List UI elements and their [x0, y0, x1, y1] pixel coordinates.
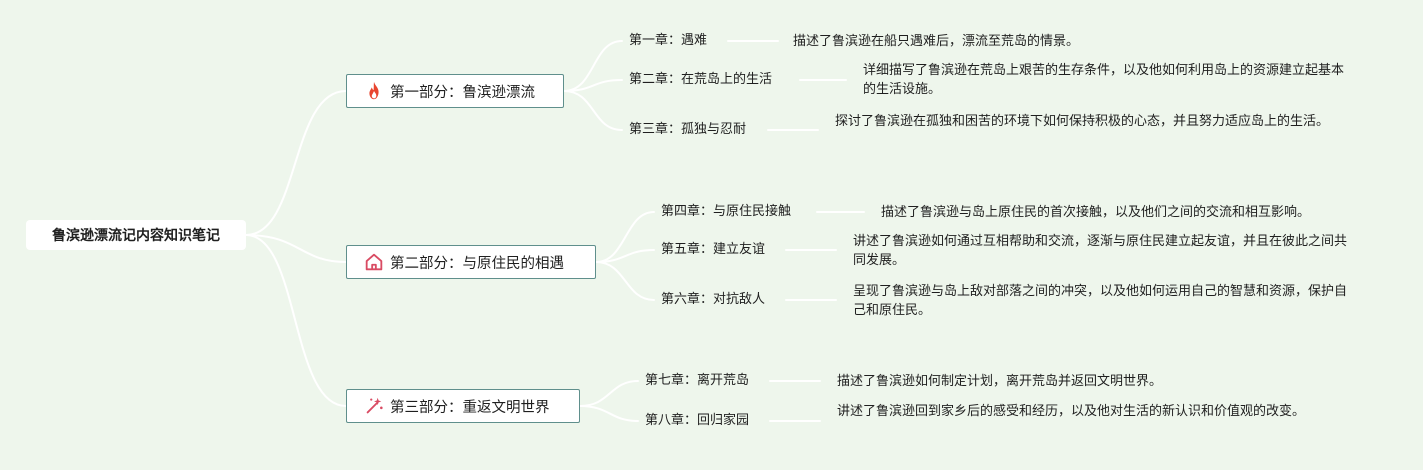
chapter-2-desc: 详细描写了鲁滨逊在荒岛上艰苦的生存条件，以及他如何利用岛上的资源建立起基本的生活… [863, 63, 1345, 97]
chapter-8-desc: 讲述了鲁滨逊回到家乡后的感受和经历，以及他对生活的新认识和价值观的改变。 [837, 404, 1306, 419]
chapter-7[interactable]: 第七章：离开荒岛 [645, 373, 750, 388]
chapter-8[interactable]: 第八章：回归家园 [645, 413, 750, 428]
magic-wand-icon [363, 395, 385, 417]
link-root-part1 [245, 90, 347, 236]
link-part3-ch8 [579, 405, 639, 422]
chapter-1[interactable]: 第一章：遇难 [629, 33, 708, 48]
part-2-label: 第二部分：与原住民的相遇 [390, 255, 564, 272]
chapter-7-desc: 描述了鲁滨逊如何制定计划，离开荒岛并返回文明世界。 [837, 374, 1163, 389]
part-1-label: 第一部分：鲁滨逊漂流 [390, 84, 535, 101]
chapter-6-desc: 呈现了鲁滨逊与岛上敌对部落之间的冲突，以及他如何运用自己的智慧和资源，保护自己和… [853, 284, 1348, 318]
link-part1-ch3 [563, 90, 623, 131]
root-title: 鲁滨逊漂流记内容知识笔记 [52, 228, 220, 244]
root-topic[interactable]: 鲁滨逊漂流记内容知识笔记 [26, 220, 246, 250]
link-root-part2 [245, 234, 347, 263]
chapter-5-desc: 讲述了鲁滨逊如何通过互相帮助和交流，逐渐与原住民建立起友谊，并且在彼此之间共同发… [853, 234, 1348, 268]
chapter-3[interactable]: 第三章：孤独与忍耐 [629, 122, 747, 137]
home-icon [363, 251, 385, 273]
chapter-1-desc: 描述了鲁滨逊在船只遇难后，漂流至荒岛的情景。 [793, 34, 1080, 49]
chapter-4-desc: 描述了鲁滨逊与岛上原住民的首次接触，以及他们之间的交流和相互影响。 [881, 205, 1311, 220]
link-part2-ch6 [595, 261, 655, 301]
part-3-node[interactable]: 第三部分：重返文明世界 [346, 389, 580, 423]
part-2-node[interactable]: 第二部分：与原住民的相遇 [346, 245, 596, 279]
link-part1-ch1 [563, 40, 623, 92]
chapter-2[interactable]: 第二章：在荒岛上的生活 [629, 72, 773, 87]
link-part2-ch4 [595, 211, 655, 263]
chapter-3-desc: 探讨了鲁滨逊在孤独和困苦的环境下如何保持积极的心态，并且努力适应岛上的生活。 [835, 114, 1330, 129]
link-part3-ch7 [579, 380, 639, 407]
chapter-4[interactable]: 第四章：与原住民接触 [661, 204, 792, 219]
chapter-6[interactable]: 第六章：对抗敌人 [661, 292, 766, 307]
part-3-label: 第三部分：重返文明世界 [390, 399, 550, 416]
link-part2-ch5 [595, 249, 655, 263]
fire-icon [363, 80, 385, 102]
link-part1-ch2 [563, 79, 623, 92]
part-1-node[interactable]: 第一部分：鲁滨逊漂流 [346, 74, 564, 108]
chapter-5[interactable]: 第五章：建立友谊 [661, 242, 766, 257]
link-root-part3 [245, 234, 347, 407]
